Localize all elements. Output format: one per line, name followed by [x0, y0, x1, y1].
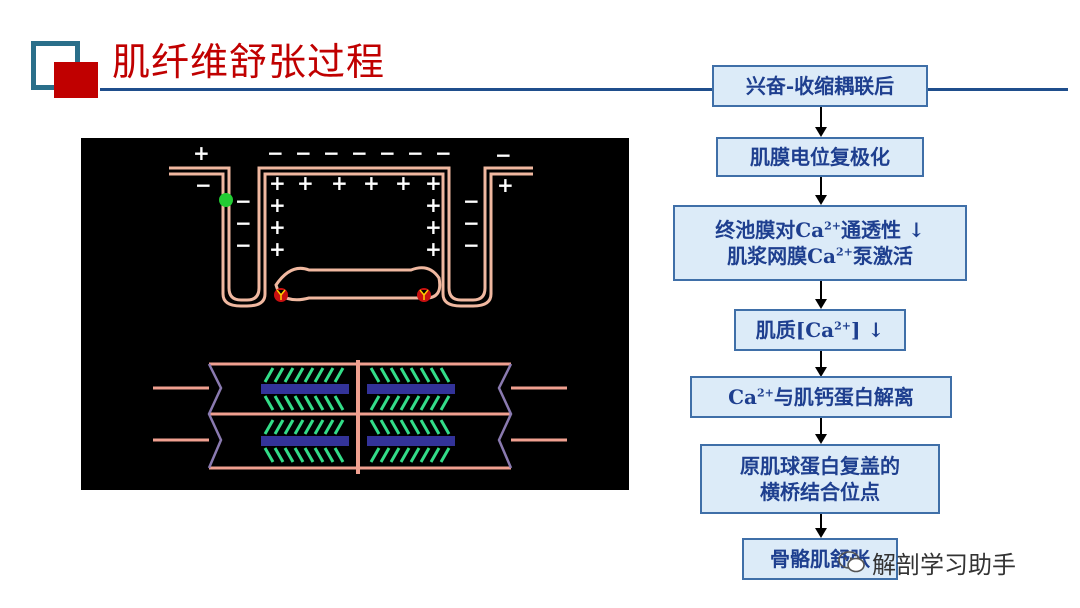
- diagram-svg: + − − − − − − − − − + + + + + + + + + + …: [153, 141, 567, 474]
- title-underline: [100, 88, 1068, 91]
- watermark-text: 解剖学习助手: [872, 550, 1016, 579]
- flow-step-1: 兴奋-收缩耦联后: [712, 65, 928, 107]
- flow-step-4-text: 肌质[Ca2+] ↓: [755, 318, 885, 342]
- minus-sign: −: [195, 173, 212, 197]
- flow-step-6: 原肌球蛋白复盖的 横桥结合位点: [700, 444, 940, 514]
- channel-marks: [276, 289, 429, 300]
- watermark: 解剖学习助手: [838, 545, 1048, 579]
- plus-sign: +: [269, 215, 286, 239]
- flow-step-3: 终池膜对Ca2+通透性 ↓ 肌浆网膜Ca2+泵激活: [673, 205, 967, 281]
- flow-step-4: 肌质[Ca2+] ↓: [734, 309, 906, 351]
- cross-bridges: [263, 367, 451, 463]
- plus-sign: +: [331, 171, 348, 195]
- flow-arrow: [815, 177, 827, 205]
- receptor-dot: [219, 193, 233, 207]
- sarcomere: [153, 360, 567, 474]
- minus-sign: −: [463, 211, 480, 235]
- m-line: [356, 360, 360, 474]
- plus-sign: +: [425, 237, 442, 261]
- z-lines: [207, 363, 513, 469]
- plus-sign: +: [425, 193, 442, 217]
- minus-sign: −: [407, 141, 424, 165]
- minus-sign: −: [235, 211, 252, 235]
- minus-sign: −: [267, 141, 284, 165]
- flow-step-5-text: Ca2+与肌钙蛋白解离: [728, 385, 914, 409]
- wechat-icon: [838, 551, 865, 573]
- muscle-fiber-diagram: + − − − − − − − − − + + + + + + + + + + …: [81, 138, 629, 490]
- plus-sign: +: [269, 237, 286, 261]
- minus-sign: −: [351, 141, 368, 165]
- minus-sign: −: [435, 141, 452, 165]
- plus-sign: +: [297, 171, 314, 195]
- plus-sign: +: [363, 171, 380, 195]
- minus-sign: −: [463, 233, 480, 257]
- minus-sign: −: [495, 143, 512, 167]
- flow-step-3-line-2: 肌浆网膜Ca2+泵激活: [727, 244, 913, 268]
- minus-sign: −: [379, 141, 396, 165]
- flow-step-6-line-2: 横桥结合位点: [760, 480, 880, 504]
- minus-sign: −: [463, 189, 480, 213]
- plus-sign: +: [497, 173, 514, 197]
- charge-signs: + − − − − − − − − − + + + + + + + + + + …: [193, 141, 514, 261]
- thick-filaments: [261, 384, 455, 446]
- plus-sign: +: [425, 215, 442, 239]
- flow-step-1-text: 兴奋-收缩耦联后: [745, 74, 895, 98]
- plus-sign: +: [425, 171, 442, 195]
- flow-step-3-line-1: 终池膜对Ca2+通透性 ↓: [715, 218, 925, 242]
- flow-arrow: [815, 281, 827, 309]
- minus-sign: −: [235, 233, 252, 257]
- flow-arrow: [815, 107, 827, 137]
- flow-arrow: [815, 418, 827, 444]
- plus-sign: +: [395, 171, 412, 195]
- flow-step-5: Ca2+与肌钙蛋白解离: [690, 376, 952, 418]
- plus-sign: +: [269, 171, 286, 195]
- title-decoration-red-square: [54, 62, 98, 98]
- flow-arrow: [815, 514, 827, 538]
- page-title: 肌纤维舒张过程: [112, 40, 386, 84]
- flow-step-2-text: 肌膜电位复极化: [750, 145, 890, 169]
- plus-sign: +: [269, 193, 286, 217]
- flow-arrow: [815, 351, 827, 377]
- minus-sign: −: [295, 141, 312, 165]
- minus-sign: −: [235, 189, 252, 213]
- flow-step-6-line-1: 原肌球蛋白复盖的: [740, 454, 900, 478]
- minus-sign: −: [323, 141, 340, 165]
- plus-sign: +: [193, 141, 210, 165]
- flow-step-2: 肌膜电位复极化: [716, 137, 924, 177]
- membrane-outline: [169, 166, 533, 308]
